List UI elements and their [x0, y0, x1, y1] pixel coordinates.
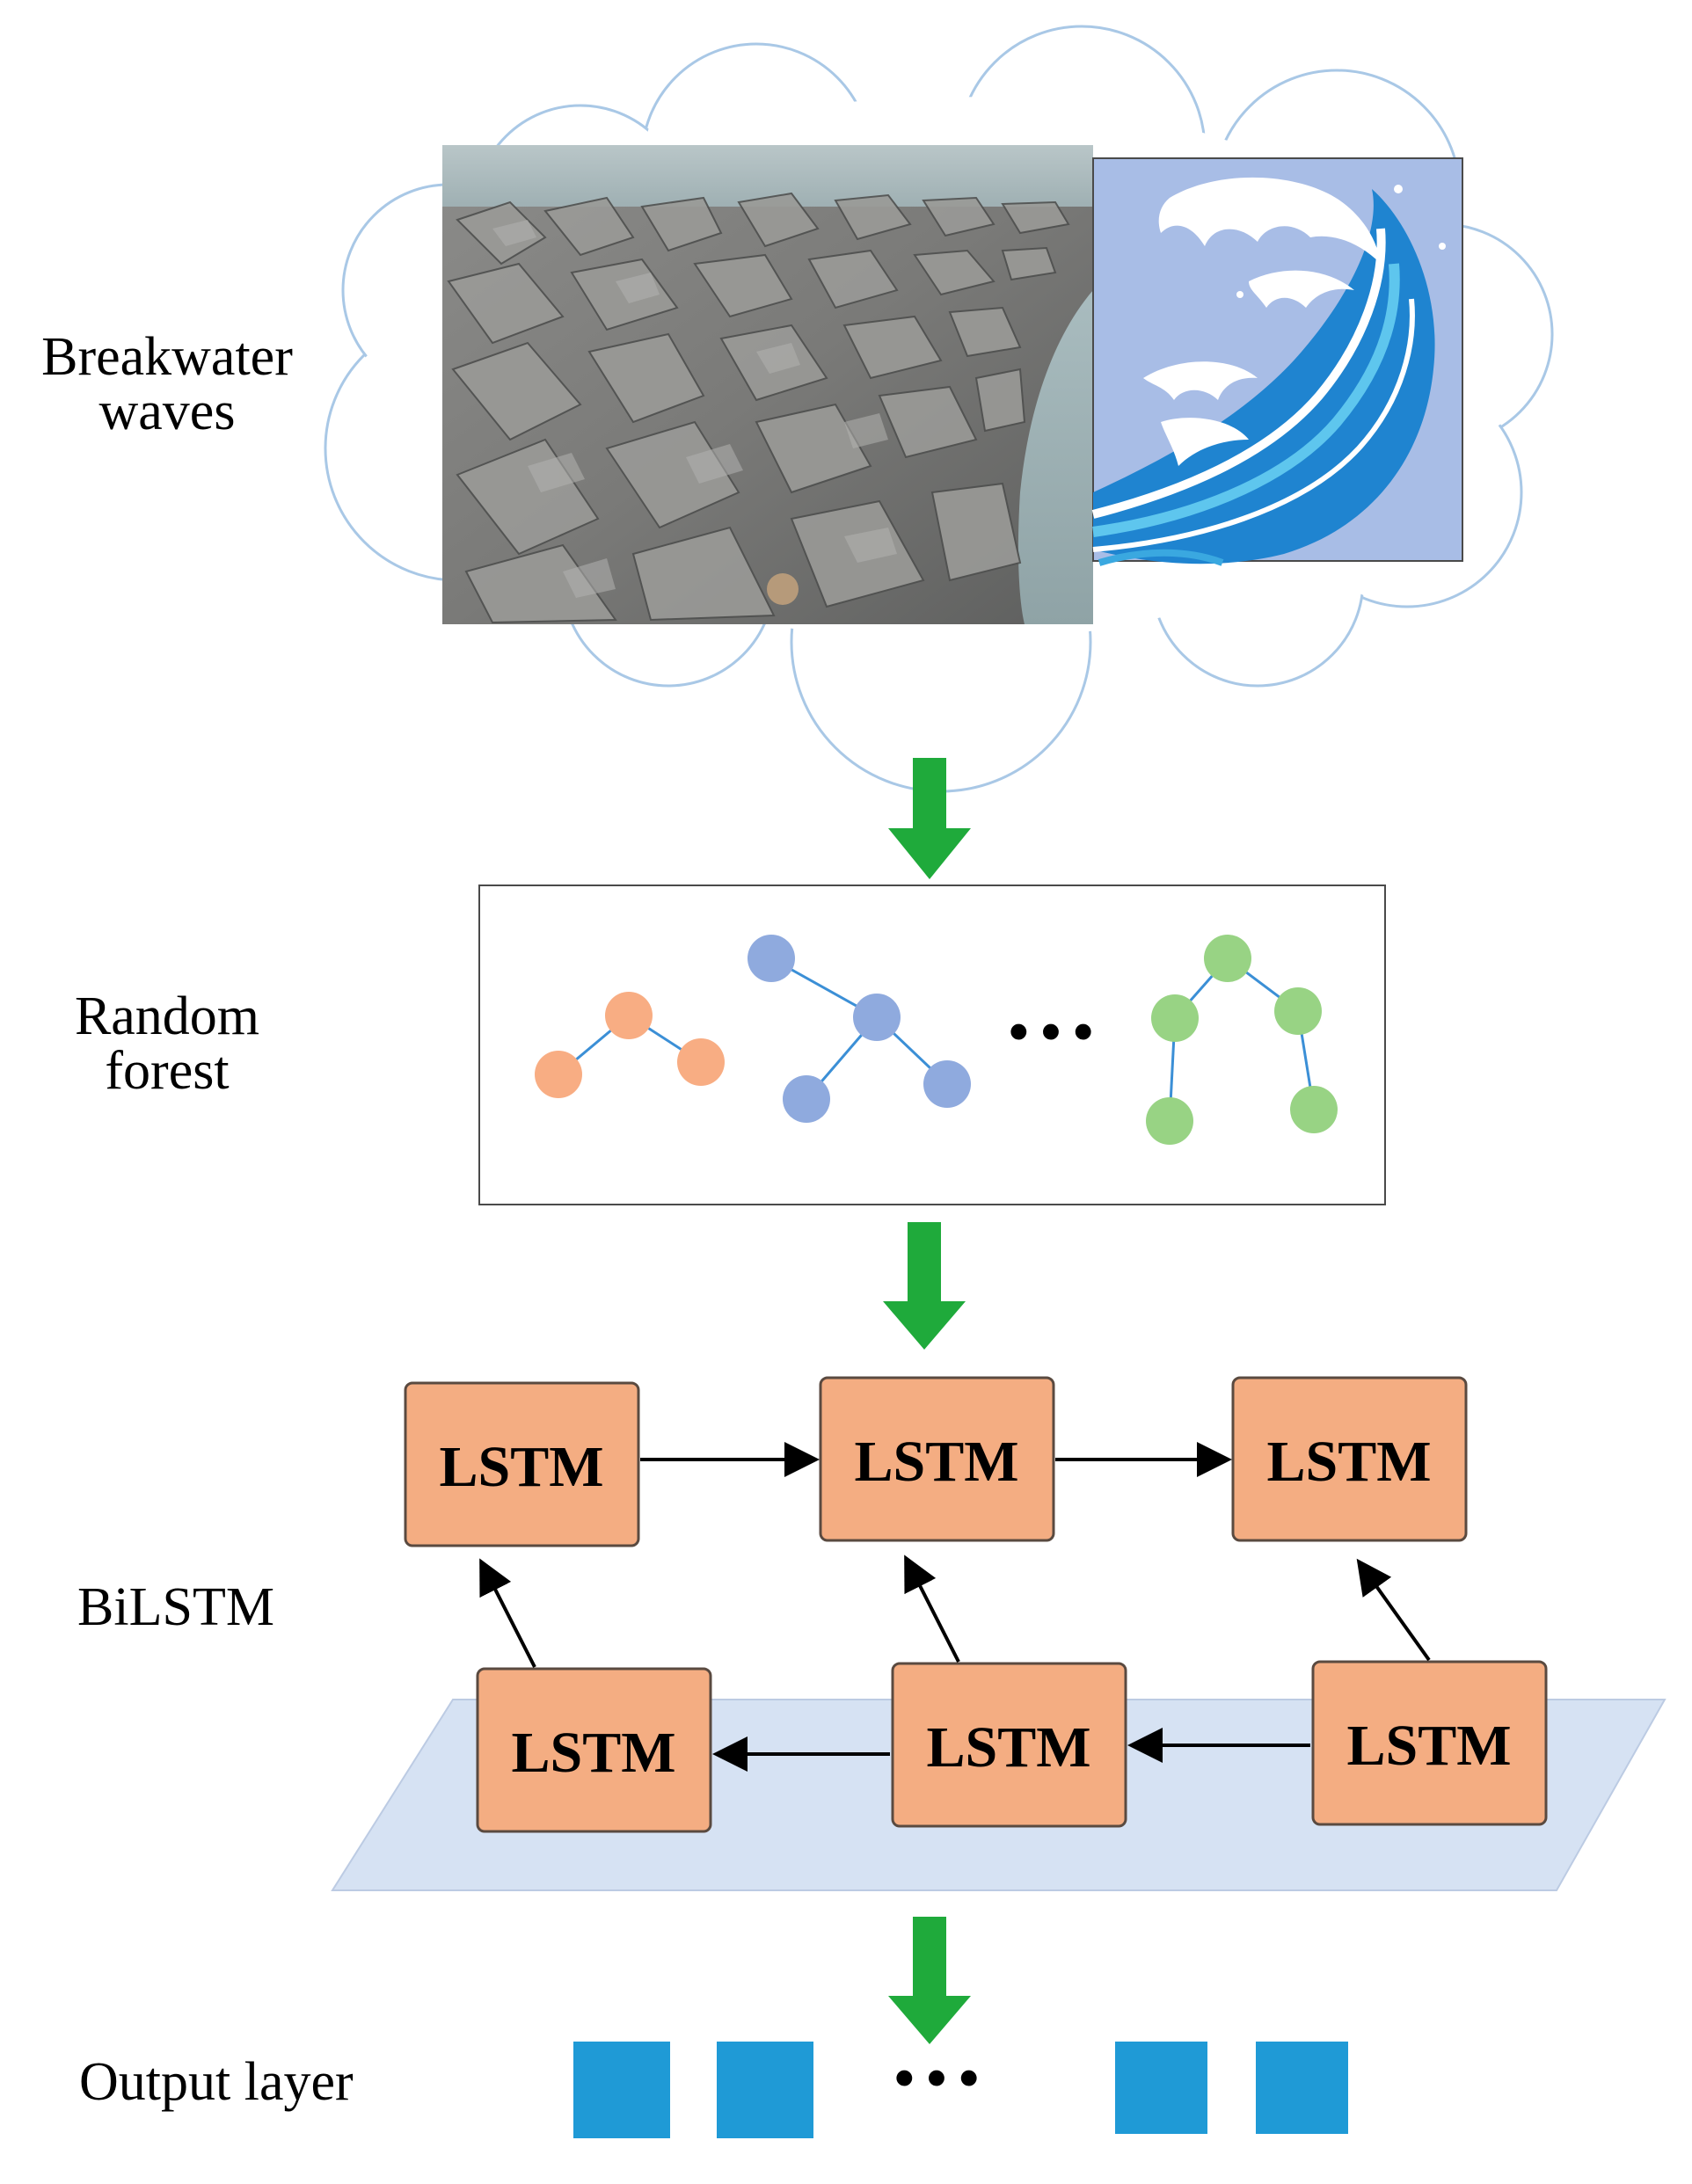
lstm-backward-3-label: LSTM — [1346, 1714, 1511, 1778]
lstm-forward-1: LSTM — [404, 1381, 640, 1547]
flow-arrow-1 — [888, 758, 971, 879]
tree-blue — [748, 935, 971, 1123]
label-breakwater-line2: waves — [98, 382, 236, 441]
label-bilstm: BiLSTM — [77, 1577, 274, 1637]
forest-ellipsis: ··· — [1003, 978, 1099, 1085]
arrow-b3-f3 — [1356, 1558, 1431, 1662]
lstm-forward-2-label: LSTM — [854, 1430, 1018, 1494]
lstm-forward-1-label: LSTM — [439, 1435, 603, 1499]
lstm-backward-1: LSTM — [476, 1667, 712, 1833]
lstm-backward-2-label: LSTM — [926, 1715, 1090, 1780]
output-square-1 — [573, 2042, 670, 2138]
tree-orange — [535, 992, 725, 1098]
label-output-layer: Output layer — [79, 2052, 354, 2112]
arrow-b1-f1 — [479, 1558, 536, 1668]
label-random-line2: forest — [105, 1041, 230, 1101]
output-square-3 — [1115, 2042, 1207, 2134]
tree-green — [1146, 935, 1338, 1145]
lstm-forward-3: LSTM — [1231, 1376, 1468, 1542]
flow-arrow-2 — [883, 1222, 966, 1350]
lstm-connections — [479, 1442, 1431, 1772]
wave-illustration — [1091, 157, 1463, 566]
label-breakwater: Breakwater waves — [0, 330, 334, 439]
label-random-line1: Random — [74, 986, 260, 1046]
random-forest-box — [478, 885, 1386, 1205]
flow-arrow-3 — [888, 1917, 971, 2044]
breakwater-photo — [442, 145, 1093, 624]
output-square-2 — [717, 2042, 813, 2138]
lstm-backward-2: LSTM — [891, 1662, 1127, 1828]
lstm-forward-2: LSTM — [819, 1376, 1055, 1542]
lstm-backward-3: LSTM — [1311, 1660, 1548, 1826]
output-ellipsis: ··· — [888, 2024, 985, 2131]
output-square-4 — [1256, 2042, 1348, 2134]
lstm-backward-1-label: LSTM — [511, 1721, 675, 1785]
lstm-forward-3-label: LSTM — [1266, 1430, 1431, 1494]
arrow-b2-f2 — [904, 1554, 960, 1663]
label-breakwater-line1: Breakwater — [41, 327, 293, 387]
label-random-forest: Random forest — [0, 989, 334, 1098]
